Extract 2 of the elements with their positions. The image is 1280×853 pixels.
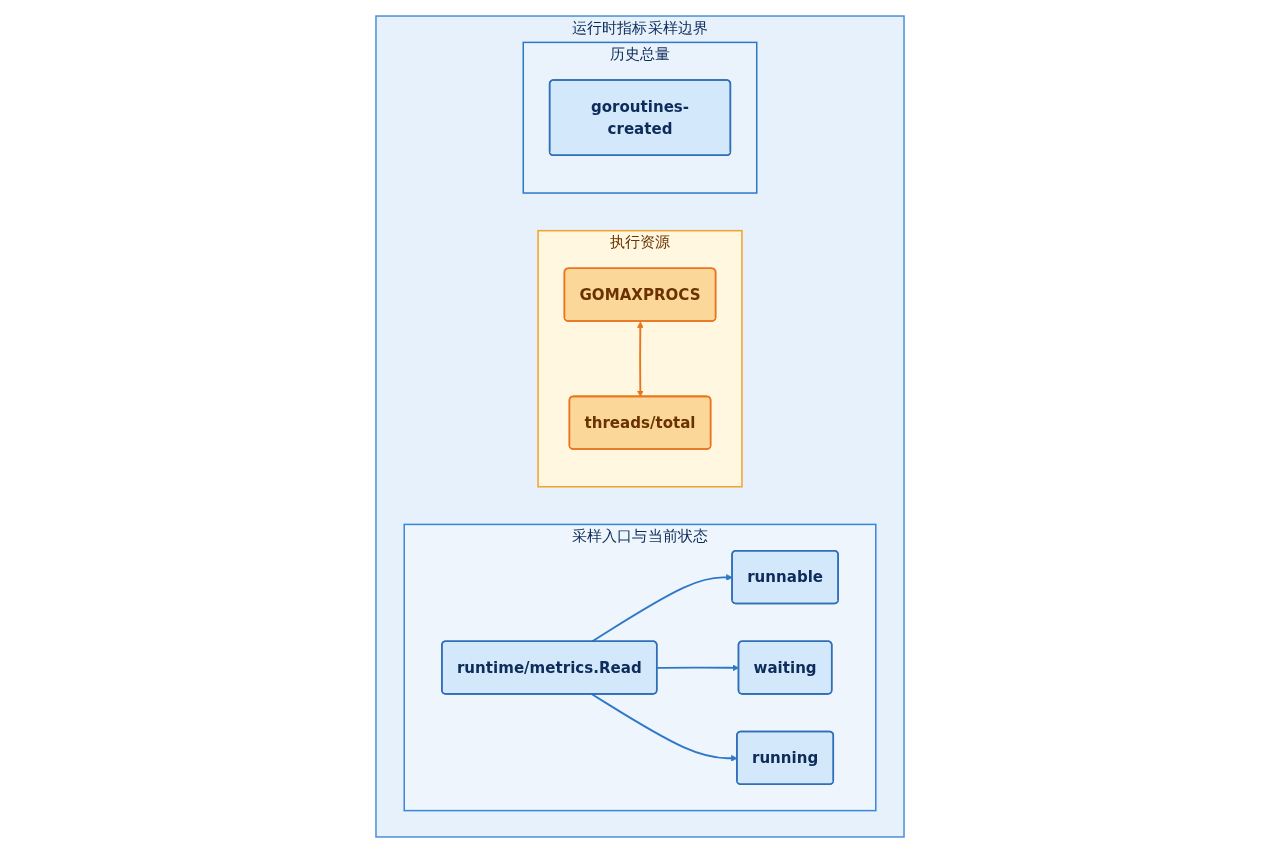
arrow bbox=[591, 574, 733, 643]
arrow bbox=[637, 321, 644, 398]
